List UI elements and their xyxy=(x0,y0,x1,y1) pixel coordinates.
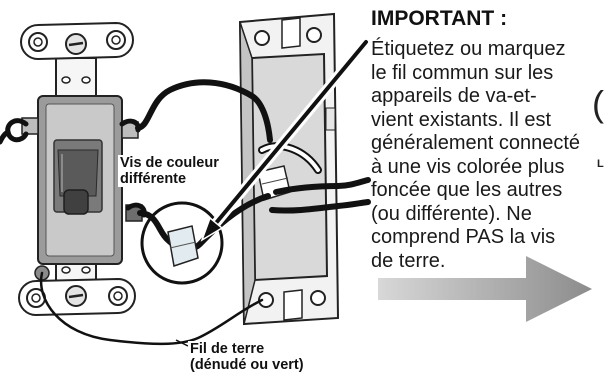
top-left-ear-hole xyxy=(28,32,48,52)
white-wire-in-box-fill xyxy=(260,144,320,172)
wires xyxy=(0,79,371,346)
strap-slot-left xyxy=(61,76,71,84)
strap-slot-bottom-right xyxy=(81,266,91,274)
cable-wire-right-upper xyxy=(273,177,371,195)
box-bottom-left-hole xyxy=(258,292,274,308)
toggle-lever xyxy=(57,149,99,197)
box-bottom-right-hole xyxy=(310,290,326,306)
colored-screw-label-line2: différente xyxy=(120,171,187,187)
wire-coil-colored-screw xyxy=(125,202,147,218)
instruction-line: (ou différente). Ne xyxy=(371,202,532,225)
instruction-line: à une vis colorée plus xyxy=(371,155,565,178)
cable-clamp-ridge xyxy=(261,177,289,185)
colored-screw-label-line1: Vis de couleur xyxy=(120,155,219,171)
strap-slot-right xyxy=(81,76,91,84)
wire-tag xyxy=(167,225,199,267)
box-top-right-hole xyxy=(306,27,322,43)
common-wire-highlight xyxy=(125,193,271,285)
top-right-ear-hole xyxy=(106,30,126,50)
top-right-ear-hole-inner xyxy=(111,35,121,45)
instruction-line: généralement connecté xyxy=(371,132,581,154)
instruction-line: appareils de va-et- xyxy=(371,85,537,107)
colored-screw-label: Vis de couleur différente xyxy=(118,155,221,187)
pointer-arrow-shaft xyxy=(214,40,368,225)
pointer-arrow xyxy=(200,37,371,242)
ground-wire xyxy=(39,271,264,346)
ground-wire-label: Fil de terre (dénudé ou vert) xyxy=(188,341,306,373)
ground-wire-label-line2: (dénudé ou vert) xyxy=(190,357,304,373)
bottom-right-ear-hole xyxy=(108,286,128,306)
ground-wire-label-line1: Fil de terre xyxy=(190,341,265,357)
light-switch xyxy=(18,21,143,317)
important-instructions: Étiquetez ou marquez le fil commun sur l… xyxy=(371,38,580,273)
cable-wire-right-lower xyxy=(269,199,371,214)
ground-label-leader xyxy=(175,339,189,347)
box-top-bracket xyxy=(281,17,301,49)
important-heading: IMPORTANT : xyxy=(371,7,508,30)
instruction-line: foncée que les autres xyxy=(371,179,563,201)
strap-slot-bottom-left xyxy=(61,266,71,274)
cropped-parenthesis: ( xyxy=(592,83,604,124)
pointer-arrow-head xyxy=(200,216,224,242)
box-knockout xyxy=(325,107,336,131)
instruction-line: vient existants. Il est xyxy=(371,108,552,131)
bottom-left-ear-hole-inner xyxy=(31,293,41,303)
bottom-right-ear-hole-inner xyxy=(113,291,123,301)
instruction-line: le fil commun sur les xyxy=(371,61,554,84)
cropped-letter: L xyxy=(597,158,604,170)
wire-tag-fold xyxy=(169,241,197,249)
wire-coil-top-right xyxy=(119,118,141,133)
top-mounting-screw-slot xyxy=(68,41,84,47)
toggle-tip xyxy=(63,189,89,215)
box-bottom-bracket xyxy=(283,289,303,321)
traveler-wire-top xyxy=(135,79,273,143)
instruction-line: Étiquetez ou marquez xyxy=(371,38,566,60)
bottom-mounting-screw-slot xyxy=(68,293,84,299)
wire-left-exit xyxy=(0,129,11,145)
next-step-arrow xyxy=(378,256,592,322)
instruction-line: de terre. xyxy=(371,249,446,272)
top-left-ear-hole-inner xyxy=(33,37,43,47)
box-top-left-hole xyxy=(254,30,270,46)
instruction-line: comprend PAS la vis xyxy=(371,226,556,248)
